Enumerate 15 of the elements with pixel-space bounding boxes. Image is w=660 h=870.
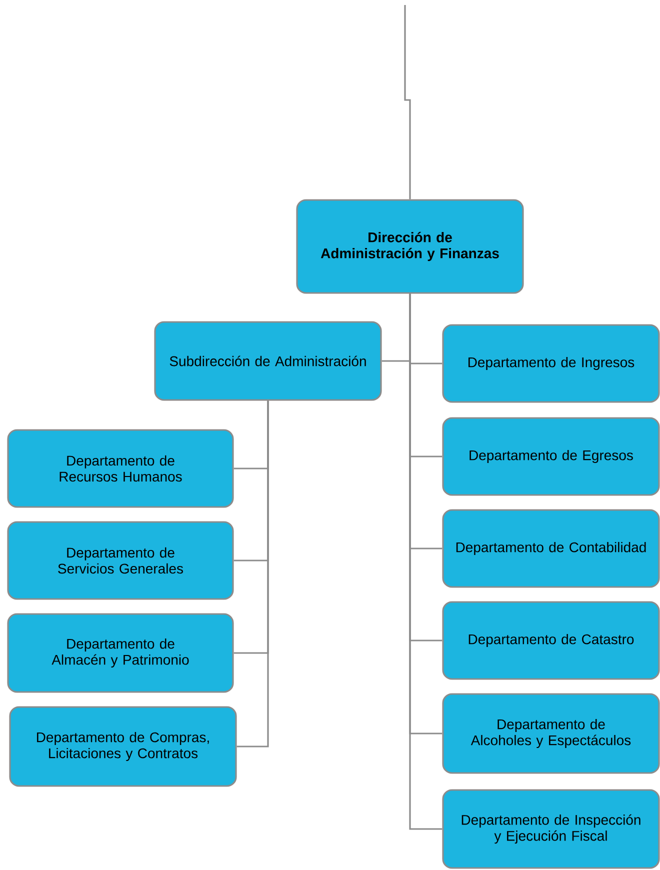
org-box: Departamento de Contabilidad: [442, 509, 660, 588]
org-box: Dirección de Administración y Finanzas: [296, 199, 524, 294]
org-box: Departamento de Inspección y Ejecución Fiscal: [442, 789, 660, 869]
org-box: Departamento de Compras, Licitaciones y Contratos: [9, 706, 237, 787]
connector: [236, 400, 269, 748]
org-box: Departamento de Servicios Generales: [7, 521, 234, 600]
org-box: Departamento de Ingresos: [442, 324, 660, 403]
org-box: Departamento de Catastro: [442, 601, 660, 680]
org-box: Departamento de Recursos Humanos: [7, 429, 234, 508]
org-box: Subdirección de Administración: [154, 321, 382, 401]
org-box: Departamento de Almacén y Patrimonio: [7, 613, 234, 693]
connector: [409, 294, 442, 830]
connector: [404, 5, 411, 200]
org-box: Departamento de Egresos: [442, 417, 660, 496]
org-box: Departamento de Alcoholes y Espectáculos: [442, 693, 660, 774]
